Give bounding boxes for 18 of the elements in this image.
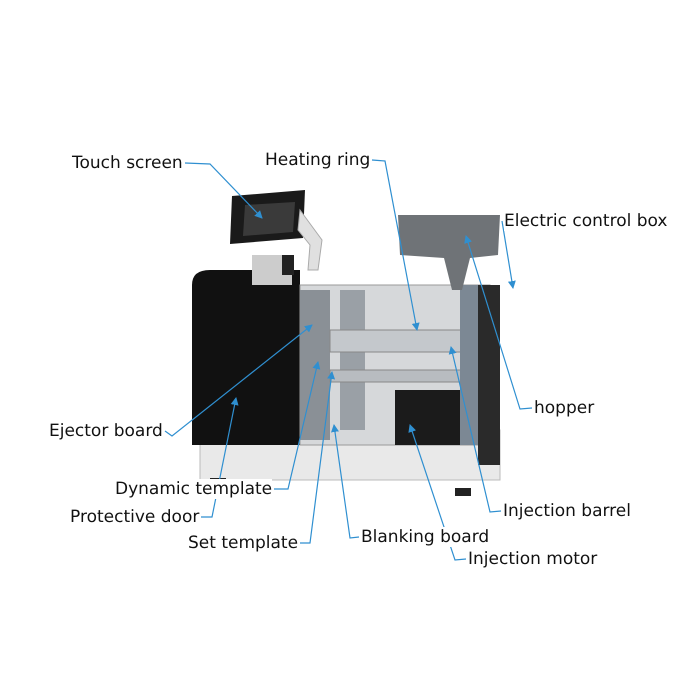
- leader-line: [372, 159, 420, 331]
- leader-line: [331, 424, 360, 539]
- part-label: Blanking board: [361, 527, 490, 547]
- part-label: Injection motor: [468, 549, 598, 569]
- part-label: Set template: [188, 533, 298, 553]
- leader-line: [164, 324, 313, 437]
- leader-line: [184, 162, 263, 219]
- leader-line: [300, 371, 336, 544]
- leader-line: [448, 346, 502, 513]
- part-label: Dynamic template: [115, 479, 272, 499]
- part-label: Injection barrel: [503, 501, 631, 521]
- part-label: hopper: [534, 398, 594, 418]
- part-label: Heating ring: [265, 150, 370, 170]
- part-label: Ejector board: [49, 421, 163, 441]
- leader-line: [501, 220, 516, 289]
- part-label: Electric control box: [504, 211, 668, 231]
- leader-line: [464, 235, 532, 410]
- leader-line: [274, 361, 320, 490]
